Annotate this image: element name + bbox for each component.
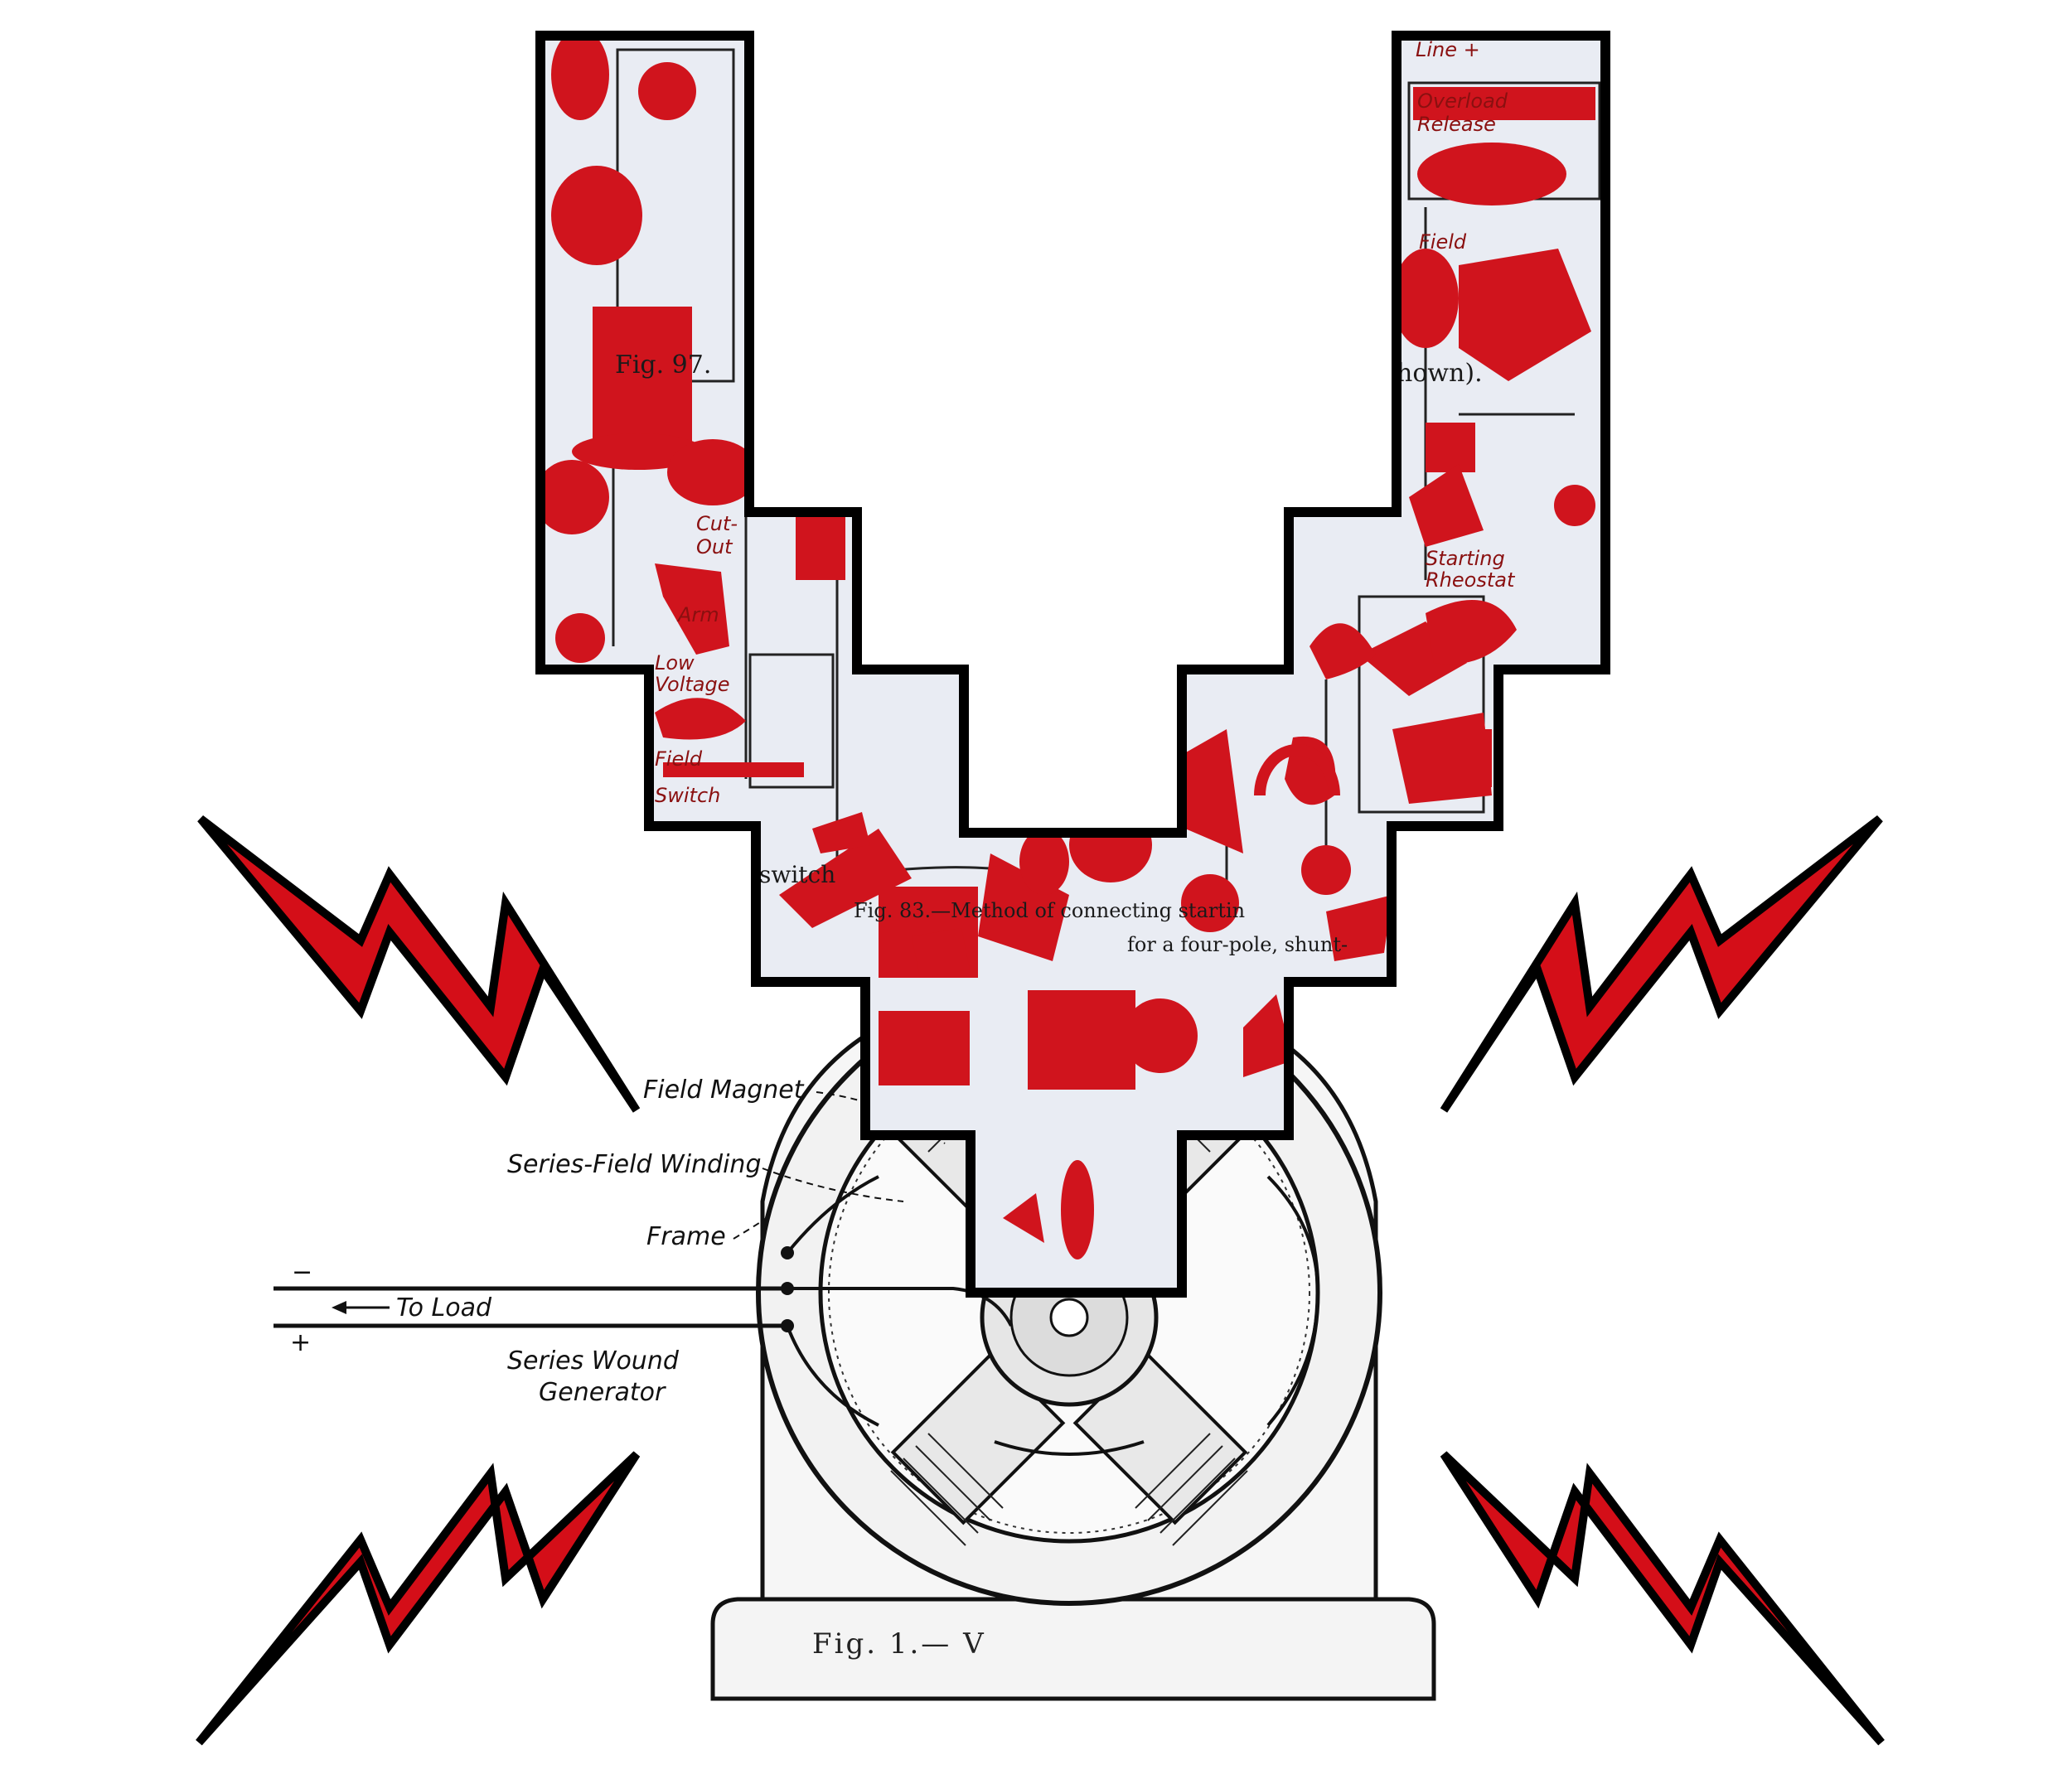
v-outline: [535, 31, 1610, 1298]
fragment-fig-97: Fig. 97.: [615, 351, 711, 380]
fragment-fig-83-line1: Fig. 83.—Method of connecting startin: [854, 899, 1245, 922]
label-generator: Generator: [539, 1378, 666, 1407]
fragment-fig-83-line2: for a four-pole, shunt-: [1127, 933, 1348, 956]
label-series-field-winding: Series-Field Winding: [507, 1150, 762, 1179]
fragment-overload: Overload: [1417, 89, 1508, 113]
label-field-magnet: Field Magnet: [643, 1076, 805, 1105]
fragment-voltage: Voltage: [655, 673, 729, 696]
label-to-load: To Load: [396, 1293, 492, 1322]
figure-caption: Fig. 1.— V: [812, 1627, 986, 1661]
load-arrow: [332, 1301, 390, 1314]
label-frame: Frame: [646, 1222, 726, 1251]
fragment-line: Line +: [1416, 38, 1480, 61]
fragment-field-left: Field: [655, 747, 703, 771]
fragment-release: Release: [1417, 113, 1496, 136]
fragment-cut: Cut-: [696, 512, 738, 535]
wiring: [786, 1175, 1320, 1456]
lightning-bolts: [196, 815, 1885, 1746]
fragment-low: Low: [655, 651, 695, 674]
fragment-shown: hown).: [1397, 359, 1483, 388]
horseshoe: [1254, 744, 1340, 796]
fragment-field-right: Field: [1419, 230, 1467, 254]
fragment-arm: Arm: [676, 603, 719, 626]
fragment-starting: Starting: [1426, 547, 1505, 570]
fragment-switch: switch: [759, 861, 835, 888]
label-minus: −: [292, 1258, 312, 1287]
load-lines: [274, 1286, 787, 1328]
lightning-bolt-icon: [1440, 1451, 1885, 1746]
fragment-switch-left: Switch: [655, 784, 720, 807]
fragment-rheostat: Rheostat: [1426, 568, 1516, 592]
lightning-bolt-icon: [196, 1451, 641, 1746]
label-plus: +: [290, 1328, 311, 1357]
generator-base: [710, 1597, 1436, 1701]
lightning-bolt-icon: [197, 815, 641, 1113]
lightning-bolt-icon: [1440, 815, 1883, 1113]
v-collage: Fig. 97. hown). switch Fig. 83.—Method o…: [535, 31, 1610, 1298]
label-series-wound: Series Wound: [507, 1346, 680, 1375]
fragment-out: Out: [696, 535, 733, 558]
